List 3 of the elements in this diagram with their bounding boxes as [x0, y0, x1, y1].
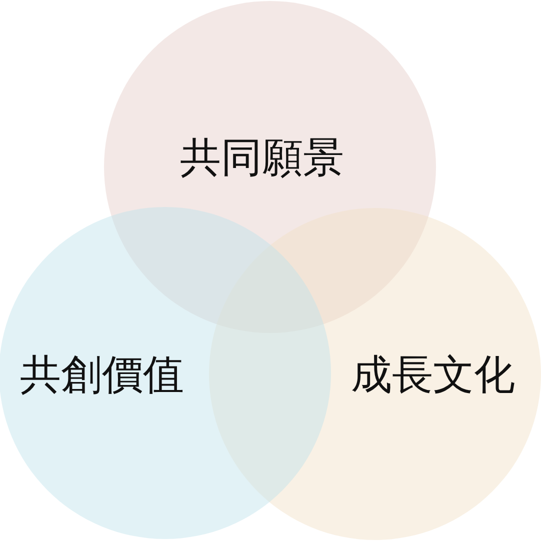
circle-label: 共同願景 [180, 135, 344, 181]
circle-label: 成長文化 [351, 352, 515, 398]
circle-label: 共創價值 [20, 352, 184, 398]
